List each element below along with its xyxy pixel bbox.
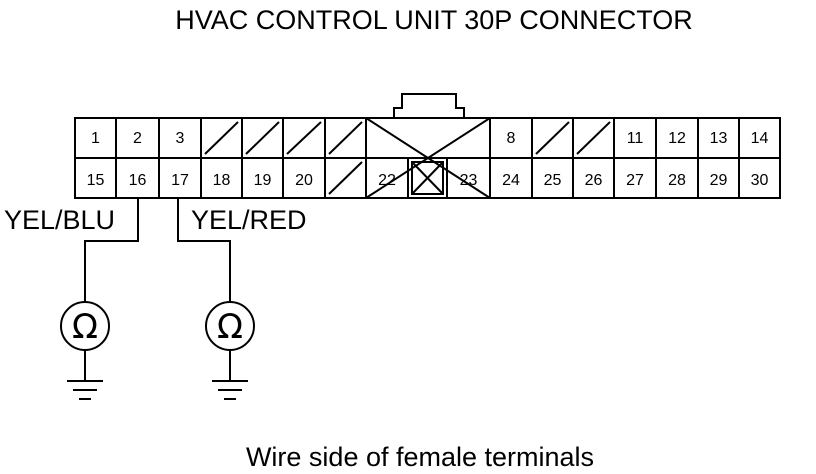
wire-yel-red: YEL/RED — [177, 198, 307, 302]
wire-yel-blu-line — [84, 198, 139, 302]
diagram-title: HVAC CONTROL UNIT 30P CONNECTOR — [175, 5, 693, 35]
blocked-cell-cross — [411, 161, 444, 195]
blocked-cell-cross — [365, 117, 491, 199]
pin-label: 15 — [87, 172, 105, 189]
pin-label: 28 — [668, 172, 686, 189]
pin-label: 19 — [254, 172, 272, 189]
pin-label: 14 — [751, 130, 769, 147]
ohm-symbol: Ω — [217, 307, 243, 347]
pin-label: 20 — [295, 172, 313, 189]
ground-icon — [212, 380, 248, 400]
unused-cell-slash — [328, 161, 363, 195]
unused-cell-slash — [245, 121, 280, 155]
pin-label: 25 — [544, 172, 562, 189]
pin-label: 24 — [502, 172, 520, 189]
unused-cell-slash — [286, 121, 322, 155]
ohmmeter-icon: Ω — [60, 301, 110, 351]
connector-latch — [393, 93, 465, 118]
pin-label: 16 — [129, 172, 147, 189]
diagram-caption: Wire side of female terminals — [246, 442, 594, 472]
wire-yel-blu: YEL/BLU — [4, 198, 139, 302]
unused-cell-slash — [535, 121, 570, 155]
pin-label: 30 — [751, 172, 769, 189]
unused-cell-slash — [576, 121, 611, 155]
pin-label: 18 — [213, 172, 231, 189]
unused-cell-slash — [204, 121, 239, 155]
pin-label: 2 — [133, 130, 142, 147]
blocked-cell-box — [411, 161, 444, 195]
pin-label: 13 — [710, 130, 728, 147]
pin-label: 23 — [460, 172, 478, 189]
pin-label: 22 — [378, 172, 396, 189]
pin-label: 3 — [176, 130, 185, 147]
ohmmeter-icon: Ω — [205, 301, 255, 351]
pin-label: 12 — [668, 130, 686, 147]
pin-label: 8 — [507, 130, 516, 147]
wire-yel-red-line — [177, 198, 231, 302]
ground-icon — [67, 380, 103, 400]
pin-label: 27 — [626, 172, 644, 189]
pin-label: 29 — [710, 172, 728, 189]
wire-label-yel-blu: YEL/BLU — [4, 205, 115, 235]
pin-label: 1 — [91, 130, 100, 147]
ohm-symbol: Ω — [72, 307, 98, 347]
unused-cell-slash — [328, 121, 363, 155]
wire-label-yel-red: YEL/RED — [191, 205, 307, 235]
pin-label: 26 — [585, 172, 603, 189]
pin-label: 11 — [627, 130, 644, 147]
pin-label: 17 — [171, 172, 189, 189]
